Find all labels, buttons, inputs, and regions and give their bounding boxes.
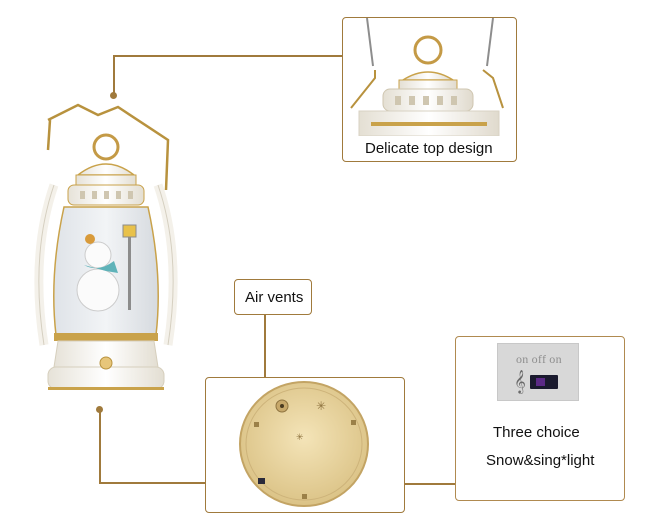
air-vents-caption: Air vents <box>245 289 304 306</box>
leader-vents-vertical <box>264 312 266 397</box>
leader-top-vertical <box>113 55 115 97</box>
treble-clef-icon: 𝄞 <box>514 369 526 393</box>
lantern-top-detail-image <box>350 18 504 136</box>
base-detail-frame: ✳ ✳ <box>205 377 405 513</box>
leader-bottom-horizontal <box>99 482 205 484</box>
lantern-image <box>34 103 178 390</box>
switch-label-off: off <box>531 352 547 366</box>
switch-label-on-right: on <box>549 352 562 366</box>
svg-text:✳: ✳ <box>296 433 304 443</box>
top-detail-frame: Delicate top design <box>342 17 517 162</box>
slide-switch <box>530 375 558 389</box>
top-design-caption: Delicate top design <box>365 140 493 157</box>
three-choice-caption: Three choice <box>493 424 580 441</box>
leader-top-dot <box>110 92 117 99</box>
switch-label-on-left: on <box>516 352 529 366</box>
slide-switch-knob <box>536 378 545 386</box>
lantern-base-detail-image: ✳ ✳ <box>239 381 369 507</box>
leader-top-horizontal <box>113 55 342 57</box>
svg-text:✳: ✳ <box>316 399 326 413</box>
modes-caption: Snow&sing*light <box>486 452 595 469</box>
leader-bottom-vertical <box>99 410 101 483</box>
air-vents-label-box: Air vents <box>234 279 312 315</box>
leader-bottom-dot <box>96 406 103 413</box>
